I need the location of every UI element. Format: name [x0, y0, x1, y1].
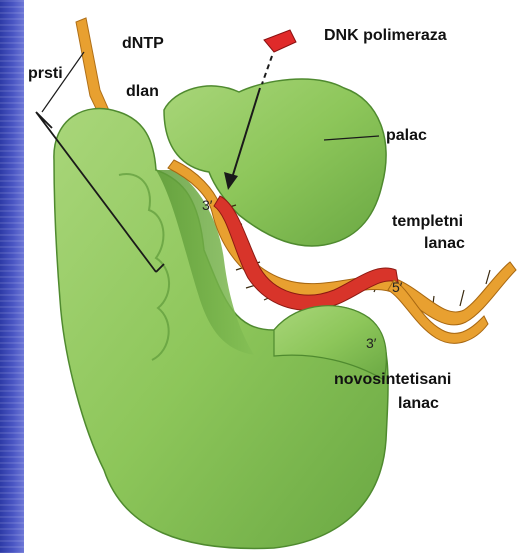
template-label-line1: templetni [392, 213, 463, 230]
fingers-label: prsti [28, 65, 63, 82]
dntp-label: dNTP [122, 35, 164, 52]
dntp-marker [264, 30, 296, 52]
palm-label: dlan [126, 83, 159, 100]
new-strand-label-line2: lanac [398, 395, 439, 412]
three-prime-new-label: 3′ [366, 335, 377, 351]
fingers-bracket-pointer [42, 52, 84, 112]
new-strand-label-line1: novosintetisani [334, 371, 451, 388]
dntp-arrow-dashed [262, 56, 272, 84]
template-label-line2: lanac [424, 235, 465, 252]
five-prime-label: 5′ [392, 279, 403, 295]
dna-polymerase-figure: DNK polimeraza dNTP prsti dlan palac tem… [24, 0, 524, 553]
diagram-svg: DNK polimeraza dNTP prsti dlan palac tem… [24, 0, 524, 553]
thumb-label: palac [386, 127, 427, 144]
slide-left-band [0, 0, 24, 553]
title-label: DNK polimeraza [324, 27, 447, 44]
three-prime-site-label: 3′ [202, 197, 213, 213]
